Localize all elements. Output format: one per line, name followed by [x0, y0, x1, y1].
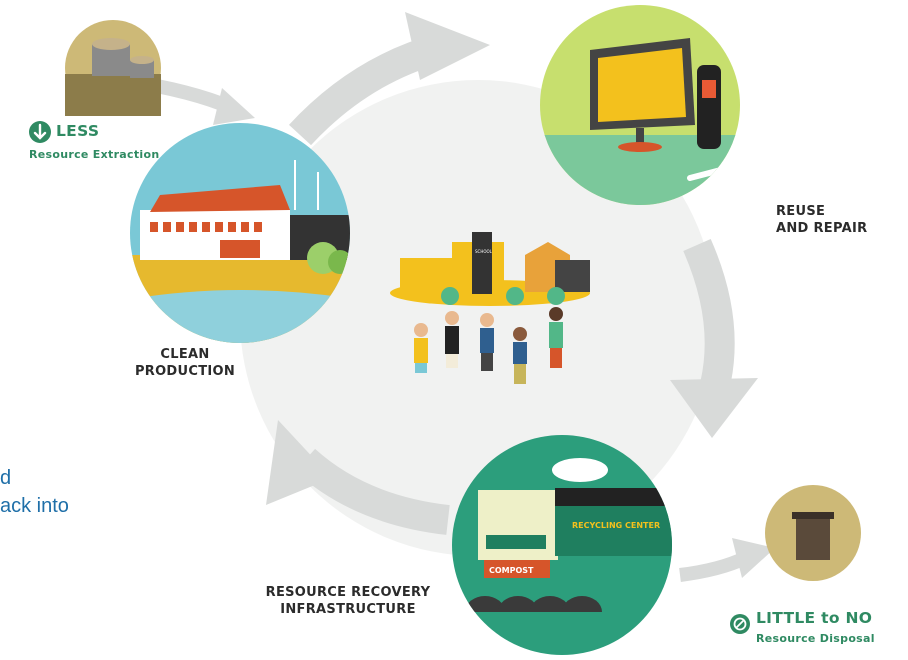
reuse-repair-line1: REUSE [776, 204, 826, 219]
recycling-sign: RECYCLING CENTER [572, 521, 660, 530]
community-illustration: SCHOOL [390, 232, 590, 384]
reuse-repair-line2: AND REPAIR [776, 221, 868, 236]
recovery-circle: RECYCLING CENTER COMPOST [452, 435, 672, 655]
resource-recovery-line1: RESOURCE RECOVERY [265, 585, 431, 600]
side-text-line2: ack into [0, 495, 69, 517]
clean-production-line1: CLEAN [160, 347, 210, 362]
reuse-repair-label: REUSE AND REPAIR [776, 203, 867, 237]
school-sign: SCHOOL [475, 249, 493, 254]
center-disc [240, 80, 716, 556]
less-sub: Resource Extraction [29, 148, 160, 161]
clean-production-line2: PRODUCTION [134, 364, 236, 379]
disposal-headline: LITTLE to NO [756, 609, 873, 627]
disposal-sub: Resource Disposal [756, 632, 875, 645]
arrow-heads [120, 12, 775, 582]
disposal-circle [765, 485, 861, 581]
clean-production-label: CLEAN PRODUCTION [130, 346, 240, 380]
no-symbol-icon [730, 614, 750, 634]
compost-sign: COMPOST [489, 566, 534, 575]
side-text-line1: d [0, 467, 12, 489]
down-arrow-icon [29, 121, 51, 143]
less-headline: LESS [56, 122, 100, 140]
extraction-circle [65, 20, 161, 116]
resource-recovery-line2: INFRASTRUCTURE [280, 602, 416, 617]
resource-recovery-label: RESOURCE RECOVERY INFRASTRUCTURE [248, 584, 448, 618]
reuse-repair-circle [540, 5, 740, 205]
